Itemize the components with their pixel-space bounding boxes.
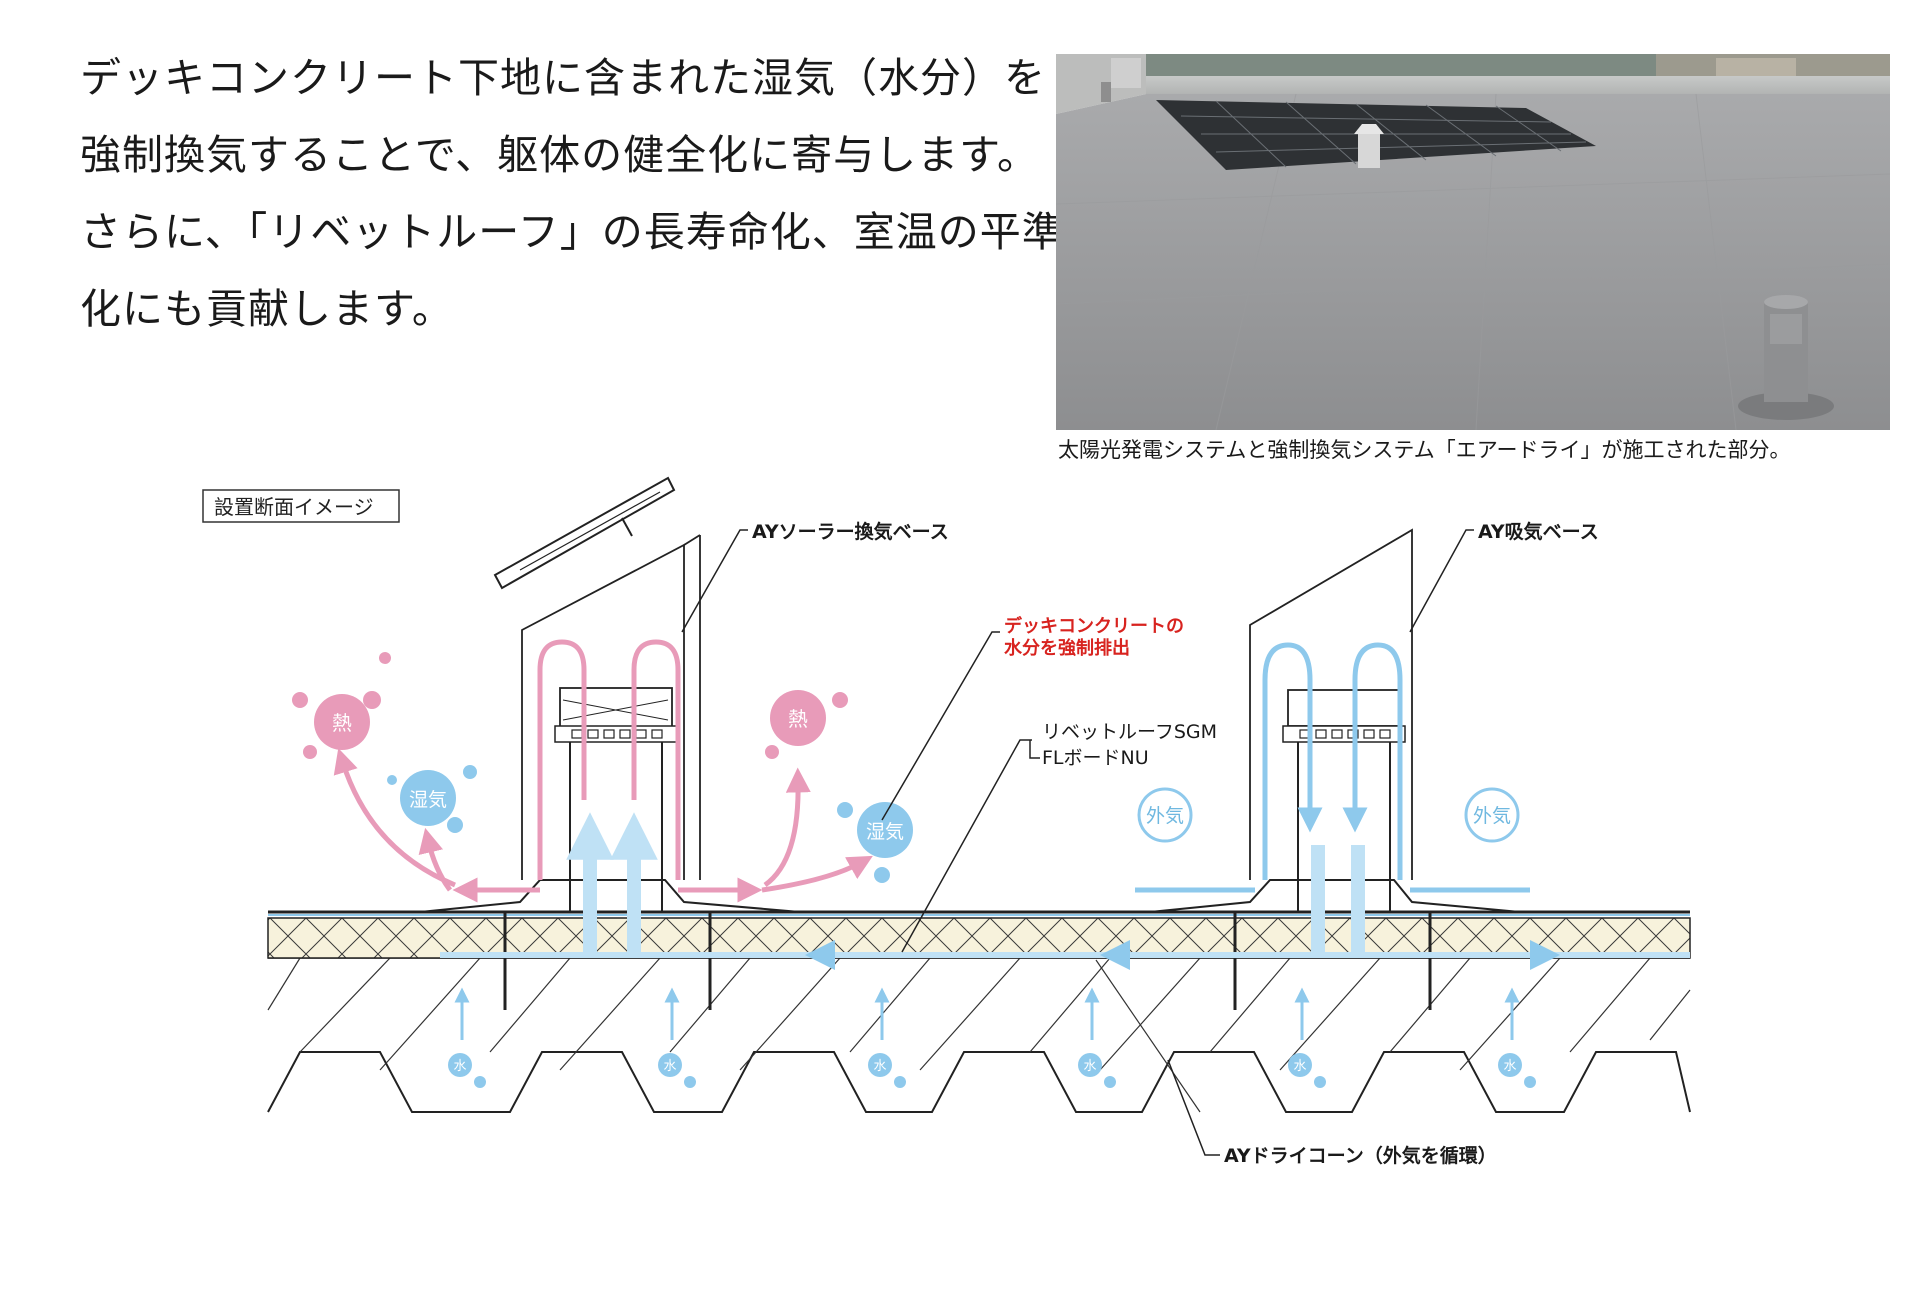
water-label: 水 (873, 1059, 886, 1074)
intro-line-4: 化にも貢献します。 (80, 285, 454, 333)
label-intake-base: AY吸気ベース (1478, 520, 1599, 543)
water-label: 水 (663, 1059, 676, 1074)
intro-line-2: 強制換気することで、躯体の健全化に寄与します。 (80, 131, 1040, 179)
blue-intake-flow (1135, 642, 1530, 893)
label-board: FLボードNU (1042, 747, 1149, 769)
humidity-label: 湿気 (866, 821, 904, 843)
water-label: 水 (1503, 1059, 1516, 1074)
water-drops (448, 1053, 1536, 1088)
label-dry-cone: AYドライコーン（外気を循環） (1224, 1144, 1497, 1167)
pink-exhaust-flow (333, 639, 873, 903)
intro-line-3: さらに、「リベットルーフ」の長寿命化、室温の平準 (80, 208, 1064, 256)
humidity-bubble-left: 湿気 (387, 765, 477, 833)
heat-label: 熱 (332, 711, 352, 735)
label-forced-exhaust-1: デッキコンクリートの (1004, 615, 1184, 637)
intro-paragraph: デッキコンクリート下地に含まれた湿気（水分）を 強制換気することで、躯体の健全化… (80, 40, 1064, 348)
insulation-layer (267, 910, 1691, 959)
under-board-flow (440, 812, 1690, 970)
rooftop-photo (1056, 54, 1890, 430)
moisture-rise-arrows (454, 987, 1520, 1040)
label-solar-base: AYソーラー換気ベース (752, 520, 949, 543)
section-label: 設置断面イメージ (214, 495, 374, 519)
photo-caption: 太陽光発電システムと強制換気システム「エアードライ」が施工された部分。 (1058, 438, 1791, 462)
outside-air-bubble-left: 外気 (1137, 787, 1193, 843)
humidity-label: 湿気 (409, 789, 447, 811)
section-label-box (202, 489, 400, 523)
water-label: 水 (453, 1059, 466, 1074)
heat-bubble-right: 熱 (765, 690, 848, 759)
water-label: 水 (1083, 1059, 1096, 1074)
outside-air-label: 外気 (1146, 805, 1184, 827)
leader-lines (681, 529, 1474, 1156)
solar-vent-base (419, 476, 801, 1010)
label-membrane: リベットルーフSGM (1042, 721, 1217, 743)
humidity-bubble-right: 湿気 (837, 802, 913, 883)
heat-label: 熱 (788, 707, 808, 731)
water-labels: 水 水 水 水 水 水 (453, 1059, 1516, 1074)
outside-air-label: 外気 (1473, 805, 1511, 827)
intro-line-1: デッキコンクリート下地に含まれた湿気（水分）を (80, 54, 1046, 102)
deck-slab (267, 957, 1691, 1113)
label-forced-exhaust-2: 水分を強制排出 (1004, 637, 1130, 659)
water-label: 水 (1293, 1059, 1306, 1074)
heat-bubble-left: 熱 (292, 652, 391, 759)
outside-air-bubble-right: 外気 (1464, 787, 1520, 843)
intake-base (1149, 528, 1521, 1010)
